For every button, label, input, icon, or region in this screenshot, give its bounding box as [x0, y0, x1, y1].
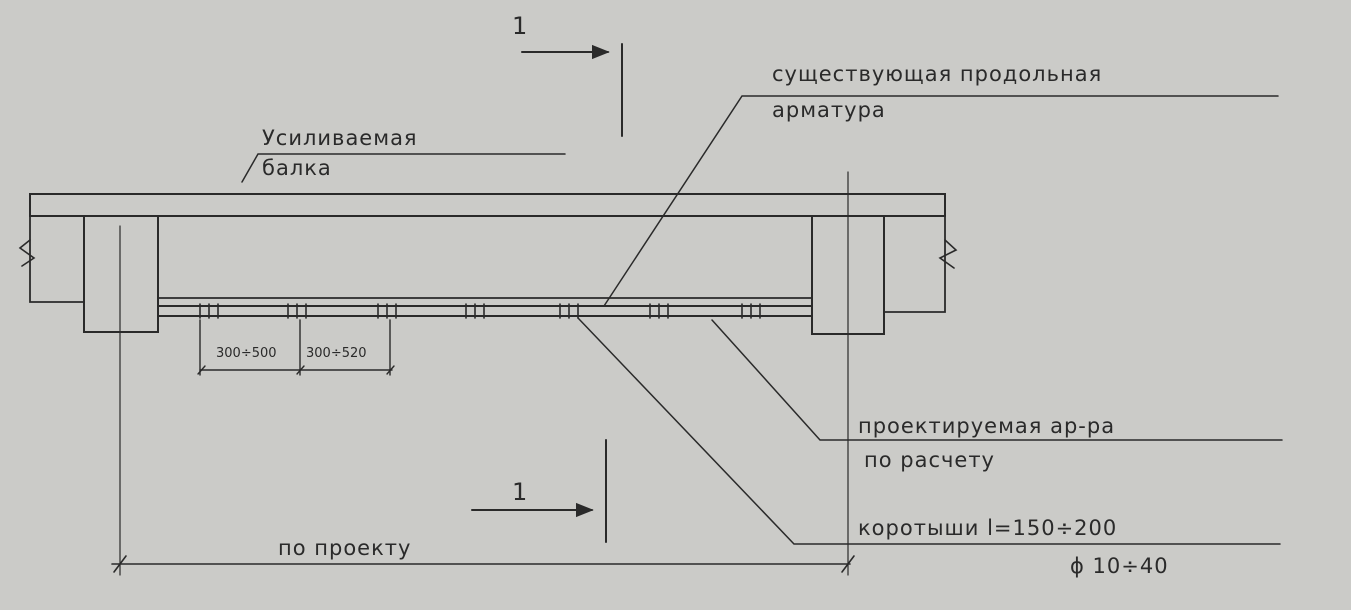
section-cut-top	[521, 43, 623, 137]
slab	[29, 193, 946, 217]
beam-label-line1: Усиливаемая	[262, 126, 418, 150]
spacing-label-b: 300÷520	[306, 346, 367, 361]
right-column	[811, 215, 958, 335]
leader-stubs	[577, 317, 1281, 545]
left-column	[18, 215, 159, 333]
stub-bars	[199, 303, 761, 319]
stubs-label-line2: ϕ 10÷40	[1070, 554, 1169, 578]
spacing-dimension	[197, 319, 395, 376]
section-mark-bottom: 1	[512, 478, 529, 506]
leader-beam	[241, 153, 566, 183]
stubs-label-line1: коротыши l=150÷200	[858, 516, 1118, 540]
existing-rebar-label-line2: арматура	[772, 98, 886, 122]
axis-lines	[119, 171, 849, 576]
beam-label-line2: балка	[262, 156, 332, 180]
section-mark-top: 1	[512, 12, 529, 40]
section-cut-bottom	[471, 439, 607, 543]
reinforcement-bars	[157, 305, 813, 317]
designed-rebar-label-line1: проектируемая ар-ра	[858, 414, 1116, 438]
span-dimension	[111, 555, 855, 573]
spacing-label-a: 300÷500	[216, 346, 277, 361]
leader-designed-rebar	[711, 319, 1283, 441]
leader-existing-rebar	[603, 95, 1279, 307]
existing-rebar-label-line1: существующая продольная	[772, 62, 1103, 86]
designed-rebar-label-line2: по расчету	[864, 448, 995, 472]
span-label: по проекту	[278, 536, 412, 560]
